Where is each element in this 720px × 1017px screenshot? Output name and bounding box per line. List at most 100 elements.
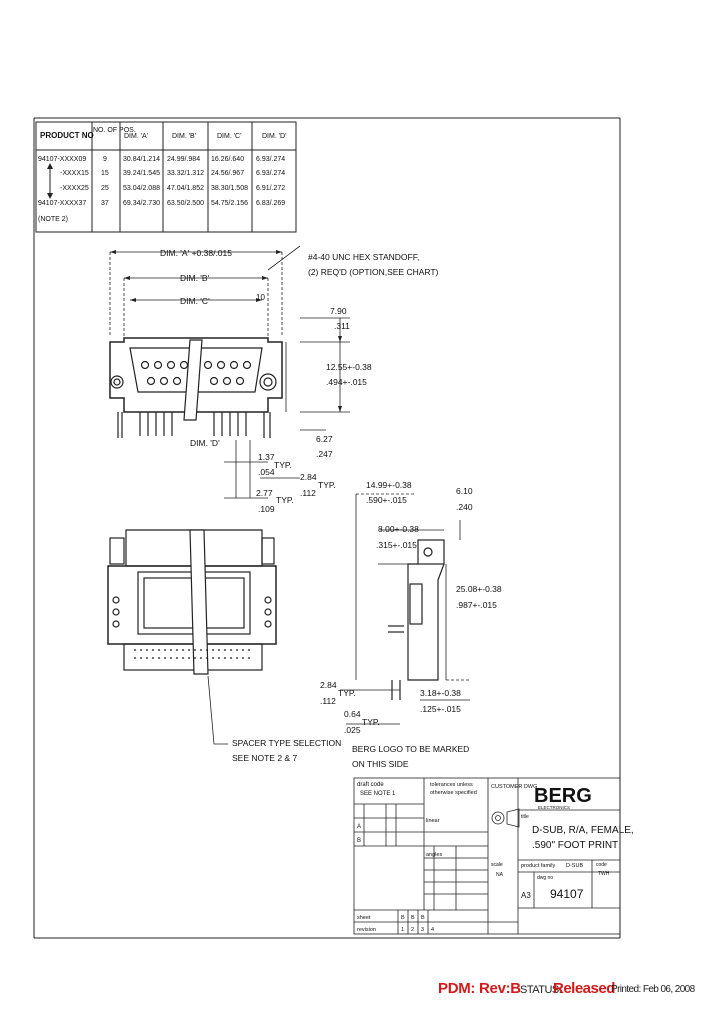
- scale-value: NA: [496, 872, 504, 878]
- front-view-labels: DIM. 'A' +0.38/.015 DIM. 'B' DIM. 'C' 10…: [160, 248, 439, 514]
- product-family-value: D-SUB: [566, 863, 583, 869]
- standoff-note-line1: #4-40 UNC HEX STANDOFF,: [308, 252, 419, 262]
- spacer-note-line2: SEE NOTE 2 & 7: [232, 753, 297, 763]
- rev-b: B: [357, 838, 361, 844]
- table-cell: 63.50/2.500: [167, 200, 204, 207]
- typ-label: TYP.: [338, 688, 356, 698]
- title-block-text: draft code SEE NOTE 1 A B tolerances unl…: [357, 782, 634, 933]
- dim-6-10: 6.10: [456, 486, 473, 496]
- dim-247: .247: [316, 449, 333, 459]
- typ-label: TYP.: [276, 495, 294, 505]
- dim-0-64: 0.64: [344, 709, 361, 719]
- sheet-rev-1: B: [401, 915, 405, 921]
- table-cell: 94107-XXXX09: [38, 156, 86, 163]
- table-cell: 53.04/2.088: [123, 185, 160, 192]
- dwg-no-label: dwg no: [537, 875, 553, 881]
- dim-b-label: DIM. 'B': [180, 273, 210, 283]
- rev-a: A: [357, 824, 361, 830]
- table-header: DIM. 'B': [172, 133, 196, 140]
- dim-7-90: 7.90: [330, 306, 347, 316]
- dim-494: .494+-.015: [326, 377, 367, 387]
- table-header: PRODUCT NO: [40, 131, 94, 140]
- dim-112-side: .112: [320, 696, 336, 706]
- scale-label: scale: [491, 862, 503, 868]
- table-cell: 25: [101, 185, 109, 192]
- typ-label: TYP.: [362, 717, 380, 727]
- brand-subtitle: ELECTRONICS: [538, 805, 570, 810]
- dim-025: .025: [344, 725, 361, 735]
- table-header: DIM. 'D': [262, 133, 286, 140]
- typ-label: TYP.: [318, 480, 336, 490]
- table-cell: 38.30/1.508: [211, 185, 248, 192]
- side-view-dimensions: [340, 493, 470, 725]
- table-header: DIM. 'C': [217, 133, 241, 140]
- dim-2-84: 2.84: [300, 472, 317, 482]
- title-block: [353, 777, 621, 935]
- front-view-connector: [109, 337, 283, 438]
- table-cell: 94107-XXXX37: [38, 200, 86, 207]
- dim-14-99: 14.99+-0.38: [366, 480, 412, 490]
- dim-109: .109: [258, 504, 275, 514]
- table-cell: 9: [103, 156, 107, 163]
- sheet-num-4: 4: [431, 927, 434, 933]
- dim-8-00: 8.00+-0.38: [378, 524, 419, 534]
- table-cell: 6.91/.272: [256, 185, 285, 192]
- table-cell: -XXXX25: [60, 185, 89, 192]
- typ-label: TYP.: [274, 460, 292, 470]
- dim-240: .240: [456, 502, 473, 512]
- ref-callout-10: 10: [256, 293, 265, 302]
- drawing-title-line2: .590" FOOT PRINT: [532, 840, 618, 851]
- dim-3-18: 3.18+-0.38: [420, 688, 461, 698]
- table-cell: 16.26/.640: [211, 156, 244, 163]
- side-view-labels: 14.99+-0.38 .590+-.015 6.10 .240 8.00+-0…: [320, 480, 502, 769]
- dim-125: .125+-.015: [420, 704, 461, 714]
- document-footer: PDM: Rev:B STATUS: Released Printed: Feb…: [0, 980, 720, 1004]
- dim-d-label: DIM. 'D': [190, 438, 220, 448]
- logo-note-line1: BERG LOGO TO BE MARKED: [352, 744, 469, 754]
- logo-note-line2: ON THIS SIDE: [352, 759, 409, 769]
- table-header: DIM. 'A': [124, 133, 148, 140]
- dim-a-label: DIM. 'A' +0.38/.015: [160, 248, 232, 258]
- table-cell: 33.32/1.312: [167, 170, 204, 177]
- projection-symbol-icon: [491, 808, 520, 828]
- table-cell: 39.24/1.545: [123, 170, 160, 177]
- dim-590: .590+-.015: [366, 495, 407, 505]
- pdm-revision: PDM: Rev:B: [438, 980, 521, 997]
- product-family-label: product family: [521, 863, 555, 869]
- product-table-text: PRODUCT NO NO. OF POS. DIM. 'A' DIM. 'B'…: [38, 127, 286, 223]
- sheet-rev-2: B: [411, 915, 415, 921]
- title-label: title: [521, 814, 529, 820]
- angles-label: angles: [426, 852, 442, 858]
- table-cell: 47.04/1.852: [167, 185, 204, 192]
- dim-12-55: 12.55+-0.38: [326, 362, 372, 372]
- code-label: code: [596, 862, 607, 868]
- table-cell: 30.84/1.214: [123, 156, 160, 163]
- dim-987: .987+-.015: [456, 600, 497, 610]
- sheet-num-3: 3: [421, 927, 424, 933]
- status-label: STATUS:: [520, 984, 562, 996]
- draft-code-label: draft code: [357, 782, 384, 788]
- brand-logo: BERG: [534, 785, 592, 807]
- dim-6-27: 6.27: [316, 434, 333, 444]
- dim-2-77: 2.77: [256, 488, 273, 498]
- dim-311: .311: [334, 321, 350, 331]
- table-cell: 54.75/2.156: [211, 200, 248, 207]
- table-cell: 37: [101, 200, 109, 207]
- printed-date: Printed: Feb 06, 2008: [611, 984, 695, 995]
- table-cell: 6.93/.274: [256, 156, 285, 163]
- sheet-num-2: 2: [411, 927, 414, 933]
- status-value: Released: [553, 980, 615, 997]
- sheet-size: A3: [521, 891, 531, 900]
- dim-1-37: 1.37: [258, 452, 275, 462]
- dim-112: .112: [300, 488, 316, 498]
- table-cell: 24.99/.984: [167, 156, 200, 163]
- sheet-num-1: 1: [401, 927, 404, 933]
- bottom-view-connector: [107, 529, 277, 675]
- dim-054: .054: [258, 467, 275, 477]
- table-note: (NOTE 2): [38, 216, 68, 223]
- spacer-note-line1: SPACER TYPE SELECTION: [232, 738, 341, 748]
- spacer-labels: SPACER TYPE SELECTION SEE NOTE 2 & 7: [232, 738, 341, 763]
- product-table: [35, 121, 297, 233]
- tolerances-line2: otherwise specified: [430, 790, 477, 796]
